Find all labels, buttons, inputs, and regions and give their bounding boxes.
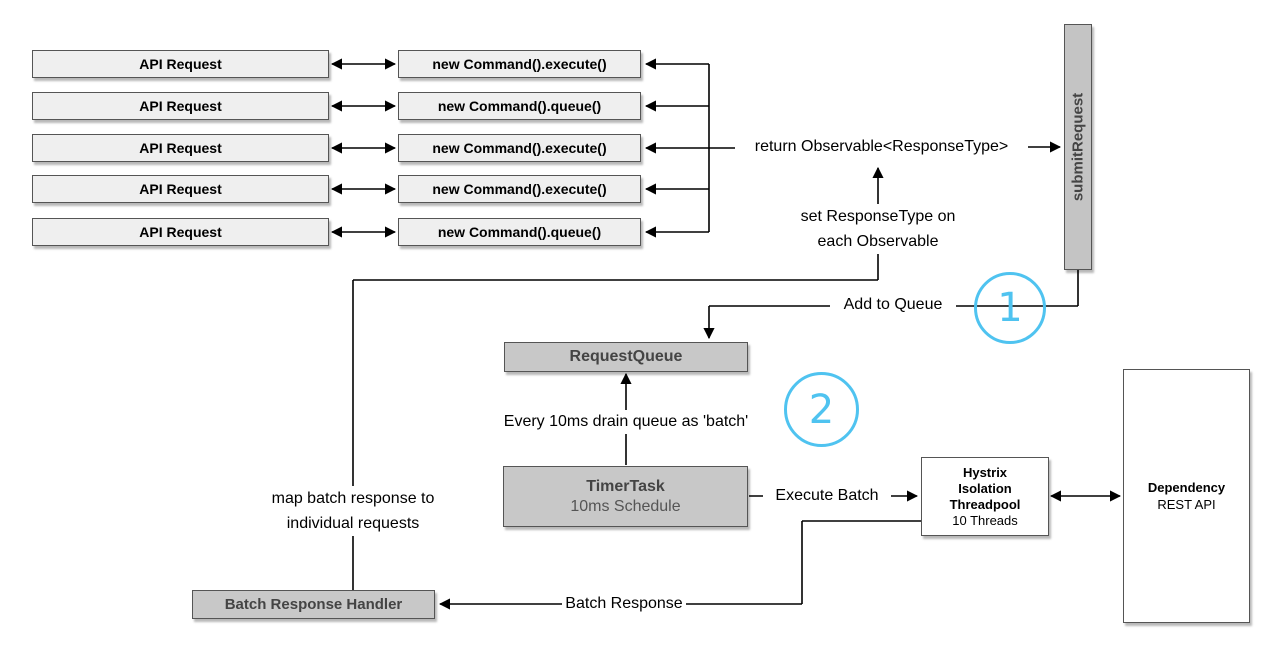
command-box: new Command().execute() xyxy=(398,50,641,78)
command-box: new Command().execute() xyxy=(398,134,641,162)
dependency-sub: REST API xyxy=(1157,497,1216,512)
map-batch-label: map batch response to individual request… xyxy=(258,486,448,536)
command-box: new Command().queue() xyxy=(398,218,641,246)
hystrix-threads: 10 Threads xyxy=(952,512,1018,528)
timer-task-schedule: 10ms Schedule xyxy=(570,497,681,515)
submit-request-label: submitRequest xyxy=(1069,92,1087,202)
dependency-title: Dependency xyxy=(1147,480,1226,495)
api-request-box: API Request xyxy=(32,218,329,246)
api-request-box: API Request xyxy=(32,92,329,120)
batch-response-handler-box: Batch Response Handler xyxy=(192,590,435,619)
request-queue-box: RequestQueue xyxy=(504,342,748,372)
timer-task-title: TimerTask xyxy=(586,477,665,495)
api-request-box: API Request xyxy=(32,175,329,203)
step-one-annotation: 1 xyxy=(974,272,1046,344)
timer-task-box: TimerTask 10ms Schedule xyxy=(503,466,748,527)
hystrix-line: Threadpool xyxy=(949,496,1021,512)
set-response-type-label: set ResponseType on each Observable xyxy=(790,204,966,254)
api-request-box: API Request xyxy=(32,134,329,162)
batch-response-label: Batch Response xyxy=(562,592,686,616)
api-request-box: API Request xyxy=(32,50,329,78)
hystrix-threadpool-box: Hystrix Isolation Threadpool 10 Threads xyxy=(921,457,1049,536)
drain-queue-label: Every 10ms drain queue as 'batch' xyxy=(480,410,772,434)
hystrix-line: Isolation xyxy=(958,480,1012,496)
command-box: new Command().execute() xyxy=(398,175,641,203)
submit-request-box: submitRequest xyxy=(1064,24,1092,270)
add-to-queue-label: Add to Queue xyxy=(830,293,956,317)
hystrix-line: Hystrix xyxy=(962,464,1008,480)
return-observable-label: return Observable<ResponseType> xyxy=(737,135,1026,159)
execute-batch-label: Execute Batch xyxy=(763,484,891,508)
step-two-annotation: 2 xyxy=(784,372,859,447)
dependency-box: Dependency REST API xyxy=(1123,369,1250,623)
command-box: new Command().queue() xyxy=(398,92,641,120)
